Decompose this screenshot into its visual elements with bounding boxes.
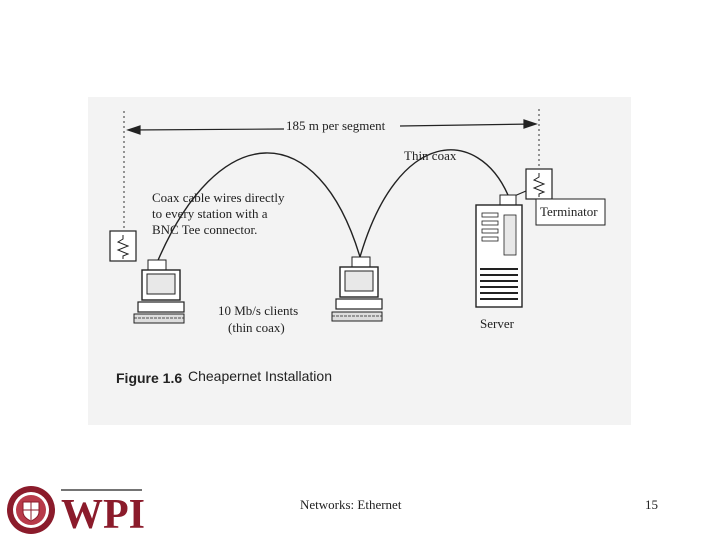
coax-note-line-2: to every station with a <box>152 206 268 221</box>
clients-label-line-2: (thin coax) <box>228 320 285 335</box>
cheapernet-figure: 185 m per segment Thin coax Coax cable w… <box>88 97 631 425</box>
figure-number: Figure 1.6 <box>116 370 182 386</box>
server-label: Server <box>480 316 515 331</box>
thin-coax-label: Thin coax <box>404 148 457 163</box>
right-terminator-icon <box>511 168 553 200</box>
page-number: 15 <box>645 497 658 512</box>
server-icon <box>475 194 523 308</box>
segment-length-arrow <box>126 119 538 135</box>
segment-length-label: 185 m per segment <box>286 118 386 133</box>
wpi-logo: WPI <box>6 484 146 536</box>
wpi-seal-icon <box>7 486 55 534</box>
coax-note-line-3: BNC Tee connector. <box>152 222 257 237</box>
thin-coax-cable <box>155 149 509 266</box>
client-computer-2-icon <box>331 256 383 322</box>
terminator-label: Terminator <box>540 204 598 219</box>
footer-title: Networks: Ethernet <box>300 497 402 512</box>
left-terminator-icon <box>109 230 137 262</box>
figure-title: Cheapernet Installation <box>188 368 332 384</box>
client-computer-1-icon <box>133 259 185 324</box>
coax-note-line-1: Coax cable wires directly <box>152 190 285 205</box>
terminator-label-box <box>535 198 606 226</box>
wpi-logo-text: WPI <box>61 492 145 536</box>
clients-label-line-1: 10 Mb/s clients <box>218 303 298 318</box>
